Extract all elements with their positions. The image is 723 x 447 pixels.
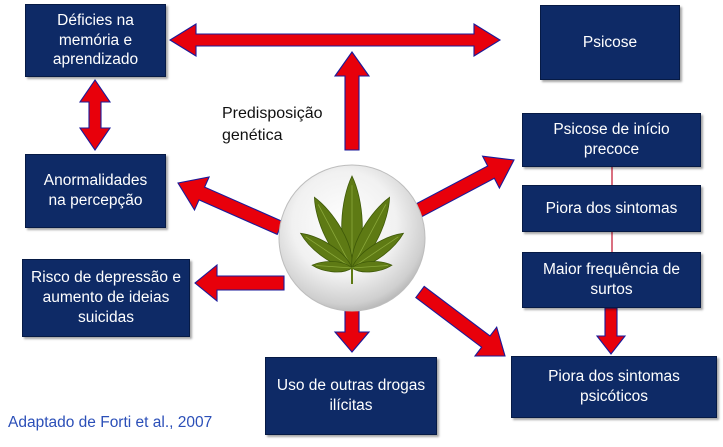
box-memory-deficits: Déficies na memória e aprendizado (25, 4, 166, 77)
arrow-memory-perception (78, 79, 112, 151)
box-early-psychosis: Psicose de início precoce (522, 113, 701, 167)
arrow-to-psychotic-symptoms (415, 285, 506, 357)
arrow-to-genetic-top (333, 51, 371, 151)
arrow-memory-psychosis (168, 23, 502, 57)
box-other-drugs: Uso de outras drogas ilícitas (265, 357, 437, 435)
box-worse-symptoms: Piora dos sintomas (522, 185, 701, 232)
cannabis-leaf-icon (299, 175, 405, 284)
arrow-to-depression (194, 263, 285, 303)
arrow-outbreaks-to-psychotic (595, 307, 627, 355)
box-psychosis: Psicose (540, 5, 680, 80)
genetic-predisposition-label: Predisposição genética (222, 105, 323, 144)
box-depression-risk: Risco de depressão e aumento de ideias s… (22, 259, 190, 337)
arrow-to-early-psychosis (405, 155, 515, 222)
arrow-to-perception (177, 176, 284, 236)
box-perception-abnormalities: Anormalidades na percepção (25, 154, 166, 228)
center-disc (278, 164, 426, 312)
box-psychotic-symptoms: Piora dos sintomas psicóticos (511, 356, 717, 418)
box-more-outbreaks: Maior frequência de surtos (522, 252, 701, 308)
source-credit: Adaptado de Forti et al., 2007 (8, 414, 213, 431)
